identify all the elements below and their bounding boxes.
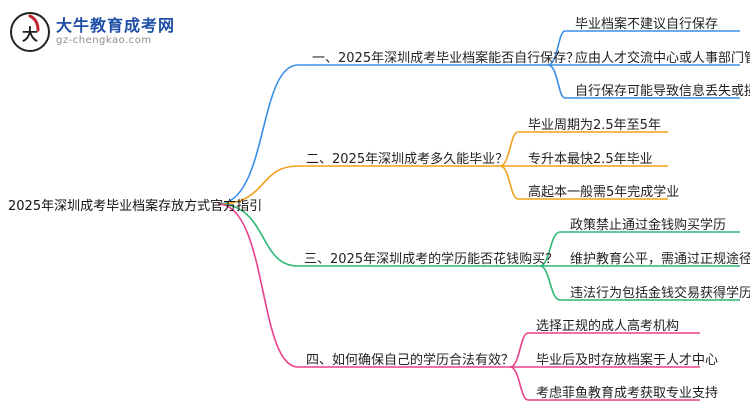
leaf-2-2: 专升本最快2.5年毕业 bbox=[528, 152, 653, 167]
branch-4: 四、如何确保自己的学历合法有效？ bbox=[306, 353, 515, 368]
leaf-1-2: 应由人才交流中心或人事部门管理 bbox=[575, 51, 750, 66]
leaf-3-1: 政策禁止通过金钱购买学历 bbox=[570, 218, 727, 233]
branch-3: 三、2025年深圳成考的学历能否花钱购买？ bbox=[304, 252, 559, 267]
edge-branch-4-leaf-3 bbox=[509, 366, 529, 401]
leaf-1-1: 毕业档案不建议自行保存 bbox=[575, 17, 719, 32]
leaf-2-1: 毕业周期为2.5年至5年 bbox=[528, 118, 661, 133]
edge-root-branch-3 bbox=[217, 203, 299, 267]
svg-text:大: 大 bbox=[22, 25, 38, 44]
leaf-4-3: 考虑菲鱼教育成考获取专业支持 bbox=[536, 386, 719, 401]
edge-branch-2-leaf-3 bbox=[499, 165, 519, 200]
edge-root-branch-1 bbox=[217, 64, 299, 205]
edge-root-branch-4 bbox=[217, 203, 299, 368]
leaf-4-2: 毕业后及时存放档案于人才中心 bbox=[536, 353, 719, 368]
root-node: 2025年深圳成考毕业档案存放方式官方指引 bbox=[8, 199, 263, 214]
logo[interactable]: 大 大牛教育成考网 gz-chengkao.com bbox=[8, 10, 208, 52]
edge-branch-1-leaf-1 bbox=[547, 30, 566, 66]
leaf-1-3: 自行保存可能导致信息丢失或损坏 bbox=[575, 84, 750, 99]
edge-branch-2-leaf-1 bbox=[499, 131, 519, 167]
edge-branch-1-leaf-3 bbox=[547, 64, 566, 99]
branch-2: 二、2025年深圳成考多久能毕业？ bbox=[306, 152, 509, 167]
edge-branch-3-leaf-3 bbox=[539, 265, 561, 301]
edge-branch-4-leaf-1 bbox=[509, 332, 529, 368]
branch-1: 一、2025年深圳成考毕业档案能否自行保存？ bbox=[312, 51, 580, 66]
logo-url: gz-chengkao.com bbox=[56, 35, 152, 46]
leaf-4-1: 选择正规的成人高考机构 bbox=[536, 319, 680, 334]
logo-name: 大牛教育成考网 bbox=[56, 16, 176, 35]
leaf-3-2: 维护教育公平，需通过正规途径获取 bbox=[570, 252, 750, 267]
edge-branch-3-leaf-1 bbox=[539, 231, 561, 267]
edge-root-branch-2 bbox=[217, 165, 299, 205]
logo-mark-icon: 大 bbox=[10, 12, 50, 52]
leaf-3-3: 违法行为包括金钱交易获得学历 bbox=[570, 286, 750, 301]
leaf-2-3: 高起本一般需5年完成学业 bbox=[528, 185, 680, 200]
